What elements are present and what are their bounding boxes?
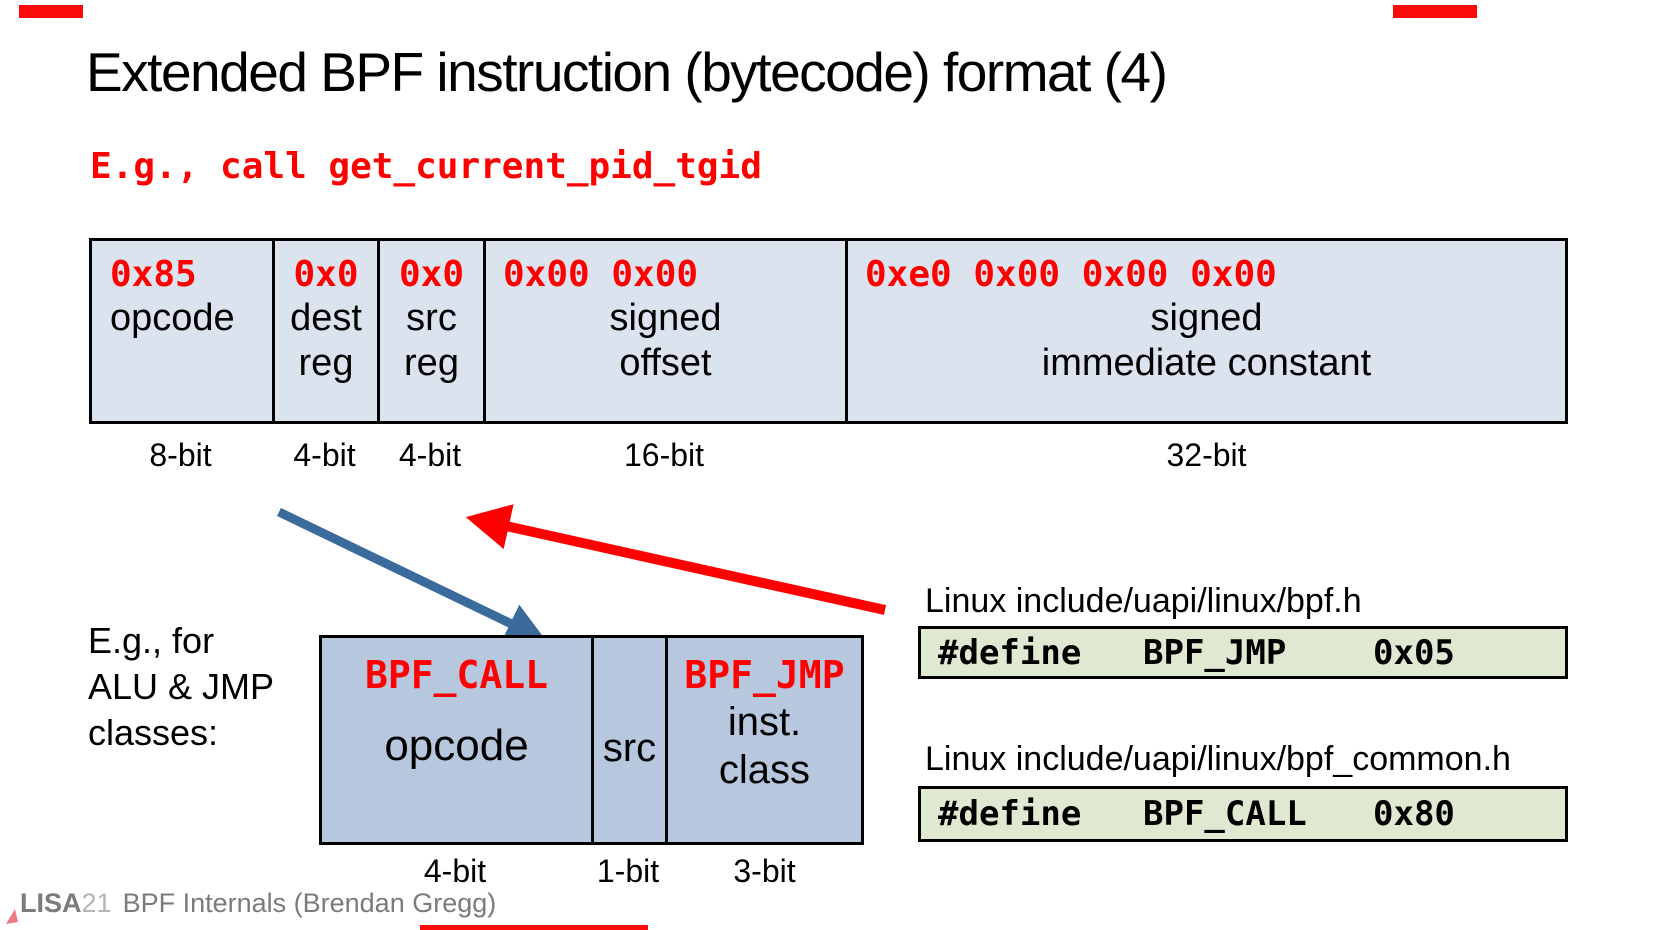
bit-width-label: 3-bit <box>733 853 796 889</box>
define-name: BPF_CALL <box>1143 794 1307 834</box>
bit-width-label: 32-bit <box>1166 437 1247 473</box>
example-call-line: E.g., call get_current_pid_tgid <box>90 146 762 187</box>
field-label: signed <box>609 297 722 339</box>
field-hex-value: BPF_CALL <box>364 653 549 697</box>
conference-year: 21 <box>81 888 112 918</box>
opcode-field: BPF_CALL opcode <box>322 638 594 842</box>
field-hex-value: 0x00 0x00 <box>503 254 699 295</box>
top-right-accent-bar <box>1393 5 1477 18</box>
field-hex-value: 0x0 <box>398 254 465 295</box>
define-value: 0x05 <box>1373 632 1455 673</box>
opcode-bit-width-labels: 4-bit 1-bit 3-bit <box>319 853 864 890</box>
src-bit-field: src <box>594 638 668 842</box>
bit-width-labels: 8-bit 4-bit 4-bit 16-bit 32-bit <box>89 437 1568 474</box>
field-src-reg: 0x0 src reg <box>380 241 486 421</box>
field-label: src <box>406 297 457 339</box>
field-label: opcode <box>110 297 235 339</box>
blue-arrow <box>277 507 546 642</box>
field-hex-value: 0x85 <box>110 254 197 295</box>
field-label: opcode <box>384 721 529 770</box>
field-opcode: 0x85 opcode <box>92 241 275 421</box>
bit-width-label: 4-bit <box>398 437 462 473</box>
define-value: 0x80 <box>1373 794 1455 834</box>
field-dest-reg: 0x0 dest reg <box>275 241 380 421</box>
bit-width-label: 4-bit <box>423 853 487 889</box>
field-signed-offset: 0x00 0x00 signed offset <box>486 241 848 421</box>
note-line: classes: <box>88 712 219 753</box>
bit-width-label: 1-bit <box>596 853 660 889</box>
field-label: dest <box>290 297 362 339</box>
conference-brand: LISA <box>20 888 82 918</box>
bpf-call-define-box: #define BPF_CALL 0x80 <box>918 786 1568 842</box>
field-label: offset <box>619 342 712 384</box>
field-label: reg <box>404 342 459 384</box>
define-directive: #define <box>938 632 1082 673</box>
footer: LISA21 BPF Internals (Brendan Gregg) <box>20 888 496 919</box>
field-hex-value: BPF_JMP <box>684 653 845 697</box>
footer-flag-icon <box>6 909 18 924</box>
bit-width-label: 16-bit <box>623 437 705 473</box>
instruction-format-table: 0x85 opcode 0x0 dest reg 0x0 src reg 0x0… <box>89 238 1568 424</box>
define-directive: #define <box>938 794 1082 834</box>
slide-title: Extended BPF instruction (bytecode) form… <box>86 41 1168 103</box>
bpf-common-header-path: Linux include/uapi/linux/bpf_common.h <box>925 740 1511 778</box>
bit-width-label: 4-bit <box>293 437 356 473</box>
alu-jmp-note: E.g., for ALU & JMP classes: <box>88 618 274 756</box>
field-label: class <box>718 748 811 792</box>
field-label: src <box>602 726 657 770</box>
field-label: reg <box>298 342 354 384</box>
field-label: inst. <box>727 700 802 744</box>
bpf-jmp-define-box: #define BPF_JMP 0x05 <box>918 626 1568 679</box>
bottom-accent-bar <box>420 925 648 930</box>
note-line: ALU & JMP <box>88 666 275 707</box>
define-name: BPF_JMP <box>1143 632 1287 673</box>
opcode-breakdown-table: BPF_CALL opcode src BPF_JMP inst. class <box>319 635 864 845</box>
field-hex-value: 0x0 <box>293 254 359 295</box>
footer-text: BPF Internals (Brendan Gregg) <box>122 888 497 918</box>
field-label: immediate constant <box>1041 342 1372 384</box>
inst-class-field: BPF_JMP inst. class <box>668 638 861 842</box>
red-arrow <box>465 504 887 615</box>
top-left-accent-bar <box>19 5 83 18</box>
field-label: signed <box>1150 297 1263 339</box>
field-hex-value: 0xe0 0x00 0x00 0x00 <box>865 254 1277 295</box>
bpf-header-path: Linux include/uapi/linux/bpf.h <box>925 582 1362 620</box>
bit-width-label: 8-bit <box>149 437 212 473</box>
note-line: E.g., for <box>88 620 215 661</box>
field-immediate-constant: 0xe0 0x00 0x00 0x00 signed immediate con… <box>848 241 1565 421</box>
